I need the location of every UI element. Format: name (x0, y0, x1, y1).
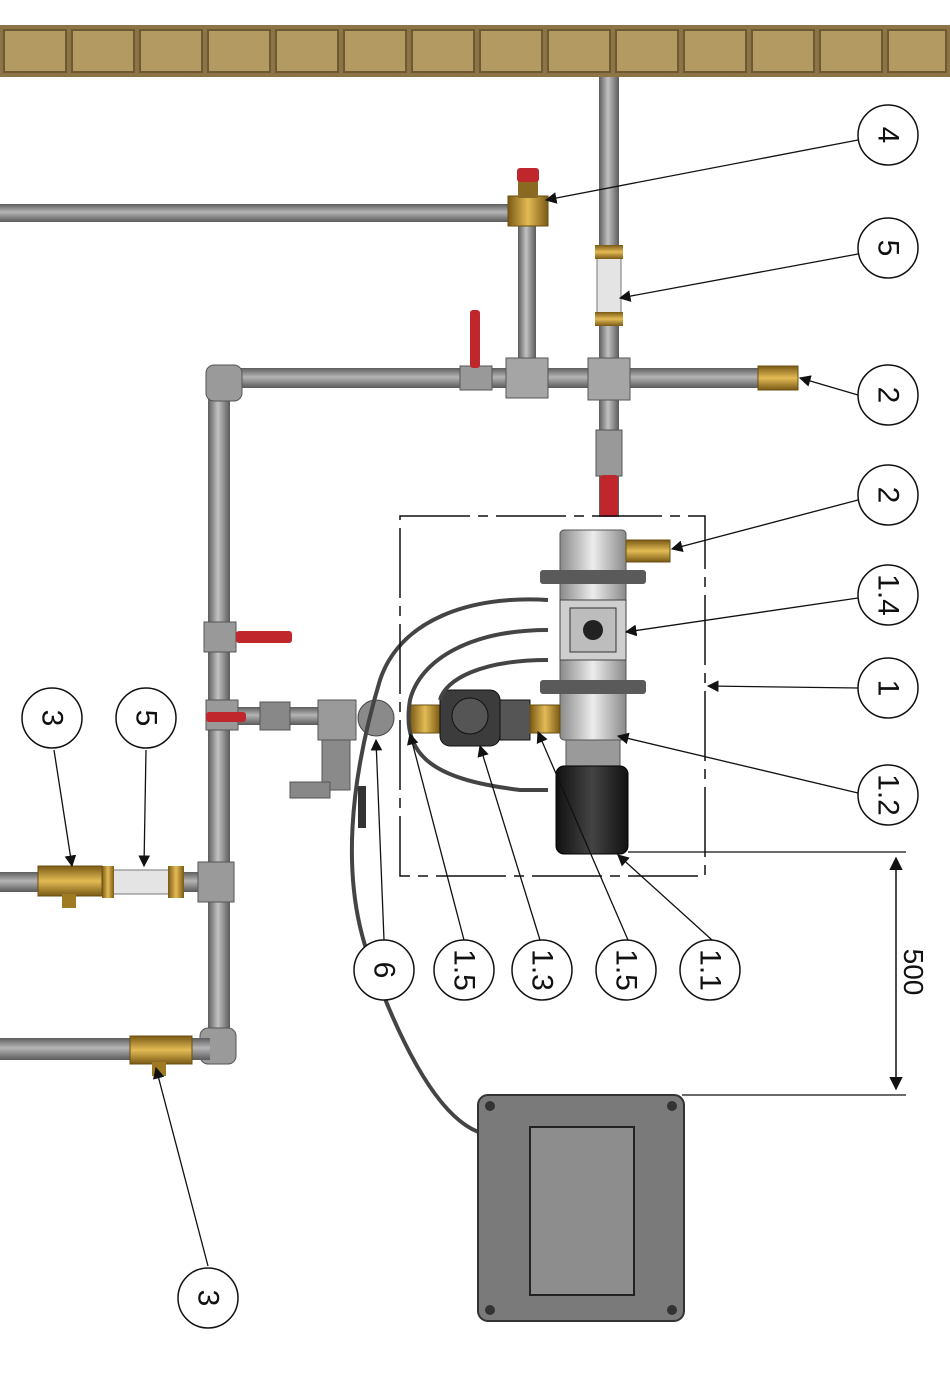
balancing-valve-3-bottom (130, 1036, 192, 1076)
callout-5-left-label: 5 (130, 710, 163, 727)
callout-1-5-a-label: 1.5 (448, 949, 481, 991)
callout-4: 4 (858, 105, 918, 165)
control-box (478, 1095, 684, 1321)
callout-5-top: 5 (858, 218, 918, 278)
callout-3-bottom-label: 3 (192, 1290, 225, 1307)
callout-1-5-a: 1.5 (434, 940, 494, 1000)
valve-4-assembly (508, 168, 548, 226)
callout-1: 1 (858, 658, 918, 718)
callout-6-label: 6 (368, 962, 401, 979)
callout-1-3: 1.3 (512, 940, 572, 1000)
dimension-500: 500 (628, 852, 929, 1095)
callout-1-2-label: 1.2 (872, 774, 905, 816)
air-vent-2-top (758, 366, 798, 390)
callout-1-1-label: 1.1 (694, 949, 727, 991)
callout-1-5-b: 1.5 (596, 940, 656, 1000)
callout-2-mid: 2 (858, 465, 918, 525)
ball-valve-top (460, 310, 492, 390)
callout-1-4: 1.4 (858, 565, 918, 625)
ball-valve-left (204, 622, 292, 652)
callout-3-left-label: 3 (36, 710, 69, 727)
callout-1-4-label: 1.4 (872, 574, 905, 616)
callout-5-top-label: 5 (872, 240, 905, 257)
callout-3-bottom: 3 (178, 1268, 238, 1328)
callout-1-5-b-label: 1.5 (610, 949, 643, 991)
callout-4-label: 4 (872, 127, 905, 144)
circulation-pump (410, 690, 560, 746)
callout-1-label: 1 (872, 680, 905, 697)
callout-2-mid-label: 2 (872, 487, 905, 504)
callout-2-top-label: 2 (872, 387, 905, 404)
pipe-network (0, 77, 770, 1064)
callout-3-left: 3 (22, 688, 82, 748)
dimension-label: 500 (898, 949, 929, 996)
brick-wall (0, 25, 950, 77)
callout-5-left: 5 (116, 688, 176, 748)
callout-2-top: 2 (858, 365, 918, 425)
callout-1-1: 1.1 (680, 940, 740, 1000)
heater-module (540, 530, 670, 854)
balancing-valve-3-left (38, 866, 102, 908)
callout-1-2: 1.2 (858, 765, 918, 825)
callout-6: 6 (354, 940, 414, 1000)
callout-1-3-label: 1.3 (526, 949, 559, 991)
